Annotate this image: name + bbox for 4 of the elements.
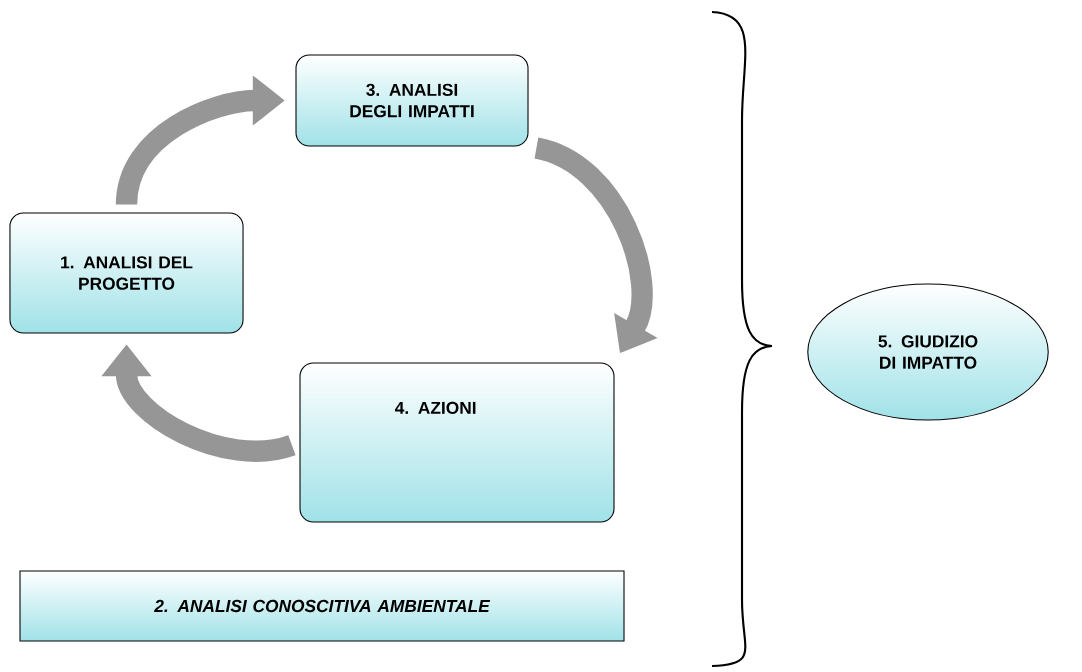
process-box: 4. AZIONI	[299, 362, 615, 523]
process-box: 2. ANALISI CONOSCITIVA AMBIENTALE	[19, 570, 625, 642]
process-box: 3. ANALISI DEGLI IMPATTI	[295, 54, 529, 147]
process-box: 1. ANALISI DEL PROGETTO	[9, 212, 244, 334]
